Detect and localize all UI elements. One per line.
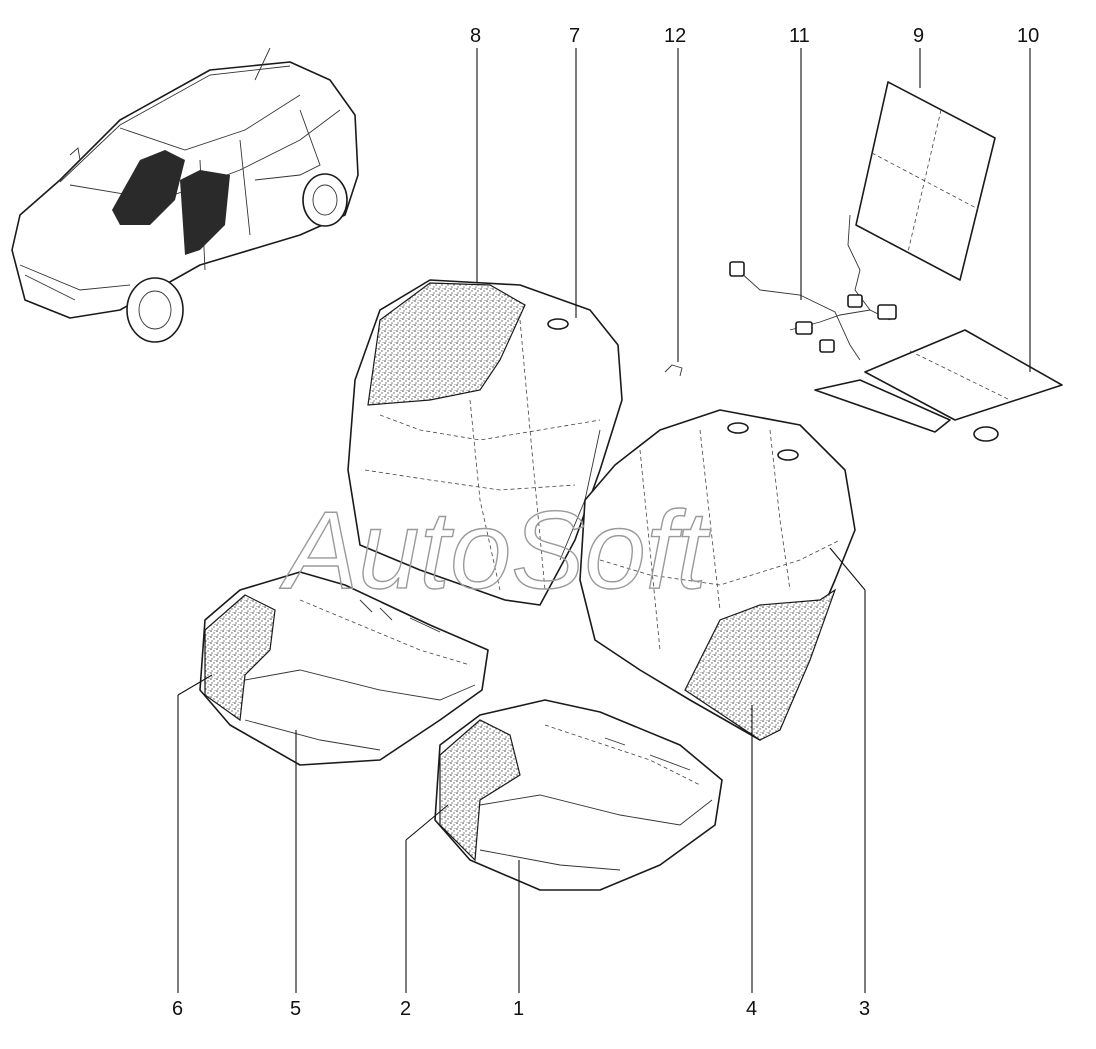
callout-4: 4	[746, 998, 757, 1020]
clip-part	[664, 364, 683, 377]
seat-back-left	[347, 279, 623, 606]
leader-lines	[177, 48, 1031, 993]
seat-cushion-left	[199, 571, 489, 766]
seat-back-right	[579, 409, 856, 741]
callout-3: 3	[859, 998, 870, 1020]
heating-pad-back	[855, 81, 996, 281]
car-location-thumbnail	[11, 47, 359, 343]
callout-12: 12	[664, 25, 686, 47]
callout-1: 1	[513, 998, 524, 1020]
watermark-text: AutoSoft	[279, 489, 711, 612]
callout-9: 9	[913, 25, 924, 47]
callout-7: 7	[569, 25, 580, 47]
callout-6: 6	[172, 998, 183, 1020]
callout-8: 8	[470, 25, 481, 47]
wiring-harness	[729, 214, 897, 361]
callout-11: 11	[789, 25, 810, 47]
callout-5: 5	[290, 998, 301, 1020]
callout-2: 2	[400, 998, 411, 1020]
seat-cushion-right	[434, 699, 723, 891]
heating-pad-cushion	[814, 329, 1063, 442]
callout-10: 10	[1017, 25, 1039, 47]
